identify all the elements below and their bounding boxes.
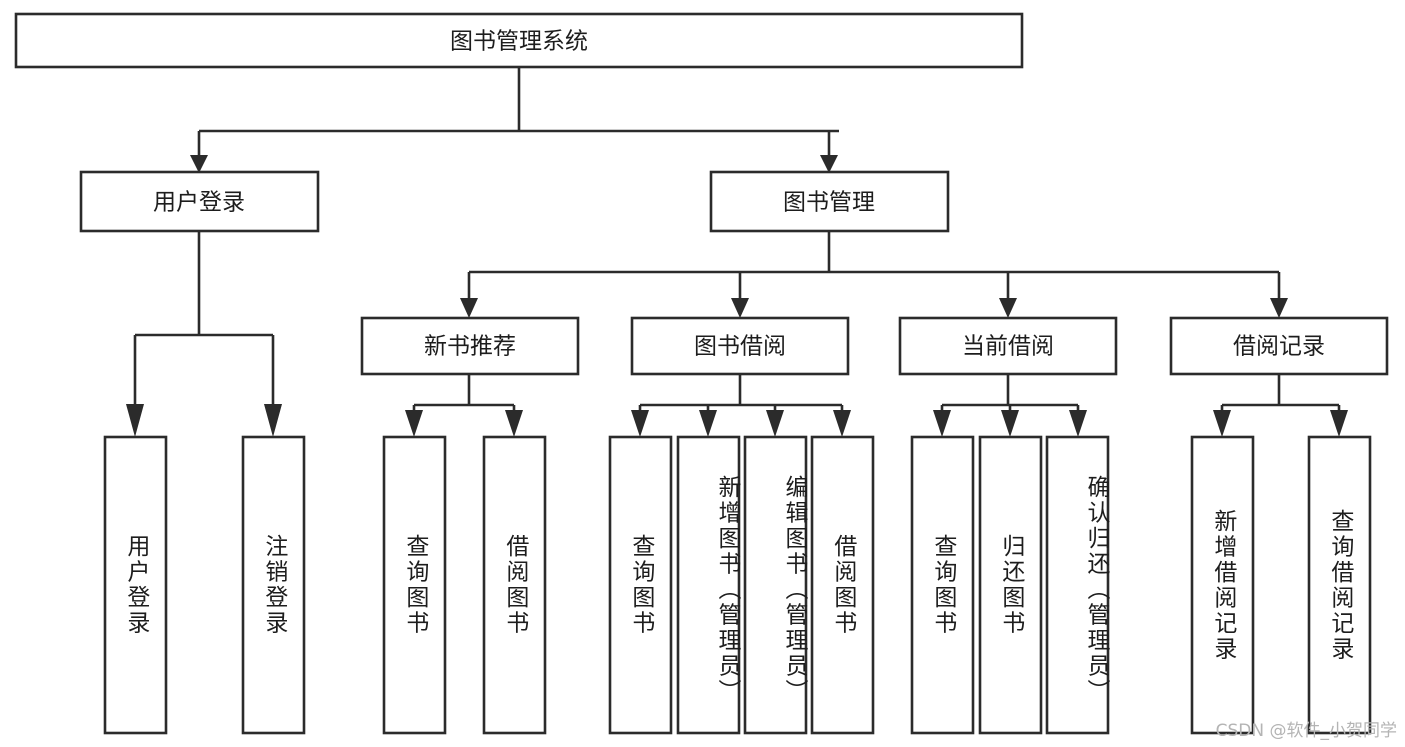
node-book-borrow-label: 图书借阅 <box>694 334 786 360</box>
arrowhead-leaf-user-login <box>126 404 144 437</box>
node-leaf-add-book[interactable] <box>676 435 741 735</box>
node-leaf-borrow-book-1[interactable] <box>482 435 547 735</box>
node-leaf-query-book-1[interactable] <box>382 435 447 735</box>
node-leaf-query-record[interactable] <box>1307 435 1372 735</box>
node-leaf-logout[interactable] <box>241 435 306 735</box>
arrowhead-leaf-edit-book <box>766 410 784 437</box>
node-current-borrow[interactable] <box>898 316 1118 376</box>
connector-layer <box>126 67 1348 437</box>
node-leaf-user-login[interactable] <box>103 435 168 735</box>
arrowhead-current-borrow <box>999 298 1017 318</box>
watermark: CSDN @软件_小贺同学 <box>1215 721 1397 741</box>
arrowhead-borrow-record <box>1270 298 1288 318</box>
node-book-manage[interactable] <box>709 170 950 233</box>
arrowhead-leaf-borrow-book-2 <box>833 410 851 437</box>
arrowhead-book-borrow <box>731 298 749 318</box>
node-leaf-confirm-return[interactable] <box>1045 435 1110 735</box>
arrowhead-leaf-return-book <box>1001 410 1019 437</box>
node-leaf-query-book-3[interactable] <box>910 435 975 735</box>
node-borrow-record-label: 借阅记录 <box>1233 334 1325 360</box>
node-root[interactable] <box>14 12 1024 69</box>
arrowhead-leaf-confirm-return <box>1069 410 1087 437</box>
arrowhead-new-book-recommend <box>460 298 478 318</box>
arrowhead-user-login <box>190 155 208 173</box>
node-user-login[interactable] <box>79 170 320 233</box>
node-leaf-add-record[interactable] <box>1190 435 1255 735</box>
arrowhead-leaf-query-book-1 <box>405 410 423 437</box>
node-borrow-record[interactable] <box>1169 316 1389 376</box>
node-root-label: 图书管理系统 <box>450 29 588 55</box>
arrowhead-leaf-query-book-3 <box>933 410 951 437</box>
arrowhead-leaf-query-book-2 <box>631 410 649 437</box>
node-book-manage-label: 图书管理 <box>783 190 875 216</box>
node-leaf-edit-book[interactable] <box>743 435 808 735</box>
arrowhead-book-manage <box>820 155 838 173</box>
arrowhead-leaf-borrow-book-1 <box>505 410 523 437</box>
arrowhead-leaf-query-record <box>1330 410 1348 437</box>
node-layer: 图书管理系统 用户登录 图书管理 新书推荐 图书借阅 当前借阅 借阅记录 <box>14 12 1389 735</box>
arrowhead-leaf-add-book <box>699 410 717 437</box>
node-leaf-query-book-2[interactable] <box>608 435 673 735</box>
node-new-book-recommend[interactable] <box>360 316 580 376</box>
node-leaf-return-book[interactable] <box>978 435 1043 735</box>
node-new-book-recommend-label: 新书推荐 <box>424 334 516 360</box>
node-leaf-borrow-book-2[interactable] <box>810 435 875 735</box>
arrowhead-leaf-add-record <box>1213 410 1231 437</box>
node-current-borrow-label: 当前借阅 <box>962 334 1054 360</box>
arrowhead-leaf-logout <box>264 404 282 437</box>
node-book-borrow[interactable] <box>630 316 850 376</box>
node-user-login-label: 用户登录 <box>153 190 245 216</box>
